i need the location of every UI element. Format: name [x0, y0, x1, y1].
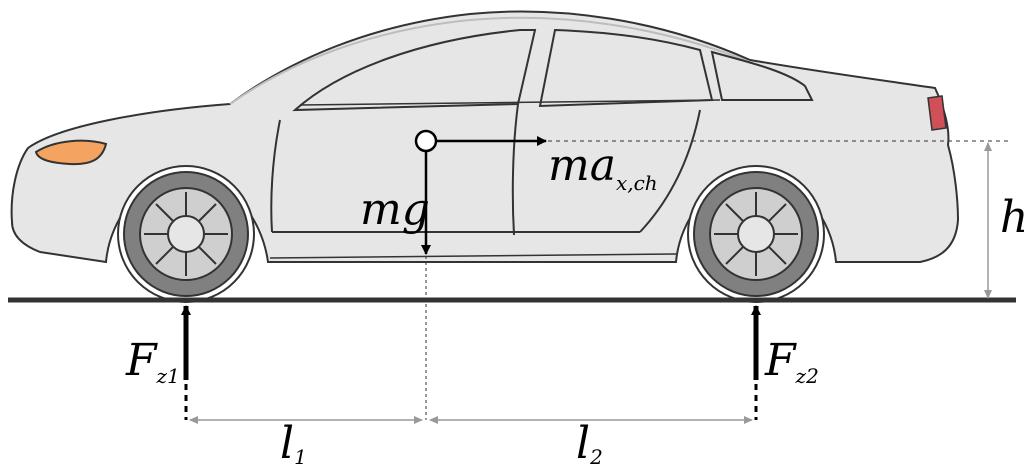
rear-force-label: Fz2 — [764, 335, 819, 388]
rear-window — [538, 28, 714, 108]
rear-distance-label: l2 — [576, 418, 603, 469]
beltline — [299, 99, 721, 106]
taillight — [927, 95, 947, 131]
front-distance-label: l1 — [280, 418, 307, 469]
rear-wheel — [687, 165, 825, 303]
rocker-line — [269, 253, 677, 259]
headlight — [34, 139, 108, 166]
car-body — [10, 10, 960, 264]
inertial-force-label: max,ch — [548, 140, 658, 195]
roof-line — [229, 16, 751, 105]
height-label: h — [1000, 192, 1024, 243]
front-force-label: Fz1 — [125, 335, 180, 388]
cg-point — [414, 129, 438, 153]
front-window — [292, 29, 537, 112]
front-wheel — [117, 165, 255, 303]
weight-label: mg — [360, 184, 430, 235]
quarter-window — [710, 50, 814, 101]
door-lines — [270, 103, 701, 236]
center-of-gravity — [414, 129, 1010, 420]
